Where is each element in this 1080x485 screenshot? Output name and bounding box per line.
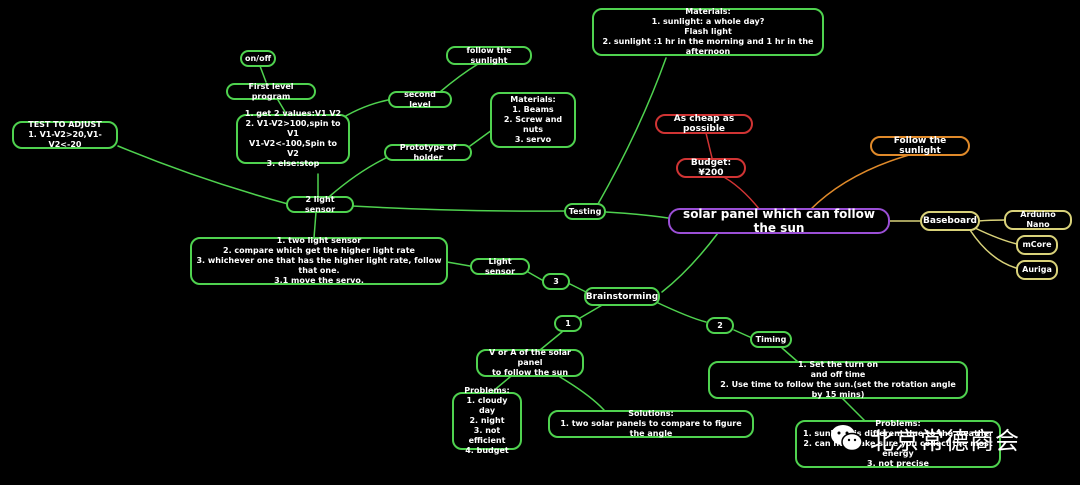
edge-second-follow [439,63,479,93]
node-mcore[interactable]: mCore [1016,235,1058,255]
node-on-off[interactable]: on/off [240,50,276,67]
node-holder-materials[interactable]: Materials: 1. Beams 2. Screw and nuts 3.… [490,92,576,148]
edge-lightsensor-detail [446,261,471,267]
node-follow-the-sunlight-sub[interactable]: follow the sunlight [446,46,532,65]
edge-center-follow [809,151,921,211]
node-problems[interactable]: Problems: 1. cloudy day 2. night 3. not … [452,386,522,455]
edge-brainstorm-2 [655,301,707,323]
node-brainstorming[interactable]: Brainstorming [584,287,660,306]
edge-brainstorm-3 [569,283,587,293]
node-prototype-of-holder[interactable]: Prototype of holder [384,143,472,162]
edge-2-timing [733,329,753,339]
edge-testing-materials [597,57,667,205]
edge-brainstorm-1 [579,303,605,319]
edge-budget-cheap [705,132,713,159]
node-budget[interactable]: Budget:¥200 [676,158,746,178]
node-test-to-adjust[interactable]: TEST TO ADJUST 1. V1-V2>20,V1-V2<-20 [12,120,118,149]
node-v-or-a[interactable]: V or A of the solar panel to follow the … [476,348,584,377]
node-second-level[interactable]: second level [388,90,452,109]
node-testing[interactable]: Testing [564,203,606,220]
edge-baseboard-mcore [974,227,1018,245]
edge-baseboard-auriga [969,229,1017,269]
edge-detail-problems [841,397,867,423]
node-light-sensor[interactable]: Light sensor [470,257,530,276]
node-timing-problems[interactable]: Problems: 1. sunlight is different due t… [795,419,1001,468]
node-follow-the-sunlight[interactable]: Follow the sunlight [870,136,970,156]
edge-first-onoff [259,65,267,83]
node-number-2[interactable]: 2 [706,317,734,334]
node-number-3[interactable]: 3 [542,273,570,290]
node-solutions[interactable]: Solutions: 1. two solar panels to compar… [548,409,754,438]
edge-2sensor-prototype [329,155,391,197]
edge-center-brainstorm [661,232,719,293]
watermark-text: 北京常德商会 [870,426,1020,455]
central-topic[interactable]: solar panel which can follow the sun [668,207,890,235]
node-arduino-nano[interactable]: Arduino Nano [1004,210,1072,230]
node-light-sensor-detail[interactable]: 1. two light sensor 2. compare which get… [190,236,448,285]
node-as-cheap-as-possible[interactable]: As cheap as possible [655,114,753,134]
node-program-values[interactable]: 1. get 2 values:V1 V2 2. V1-V2>100,spin … [236,109,350,168]
edge-center-budget [719,174,761,211]
node-baseboard[interactable]: Baseboard [920,211,980,231]
edge-1-v [539,331,563,351]
node-first-level-program[interactable]: First level program [226,82,316,101]
edge-2sensor-detail [313,211,317,239]
node-auriga[interactable]: Auriga [1016,260,1058,280]
node-number-1[interactable]: 1 [554,315,582,332]
edge-3-lightsensor [527,271,543,281]
edge-prototype-materials [469,129,493,147]
node-timing-detail[interactable]: 1. Set the turn on and off time 2. Use t… [708,360,968,399]
edge-v-solutions [559,376,605,411]
edge-2sensor-test [117,145,289,205]
edge-center-testing [605,211,669,219]
edge-v-problems [491,376,511,393]
watermark: 北京常德商会 [830,418,1080,458]
wechat-icon [831,425,863,452]
node-testing-materials[interactable]: Materials: 1. sunlight: a whole day? Fla… [592,7,824,56]
edge-testing-2sensor [351,205,567,212]
node-timing[interactable]: Timing [750,331,792,348]
node-2-light-sensor[interactable]: 2 light sensor [286,195,354,214]
edge-timing-detail [781,347,799,363]
edge-baseboard-arduino [977,219,1007,222]
